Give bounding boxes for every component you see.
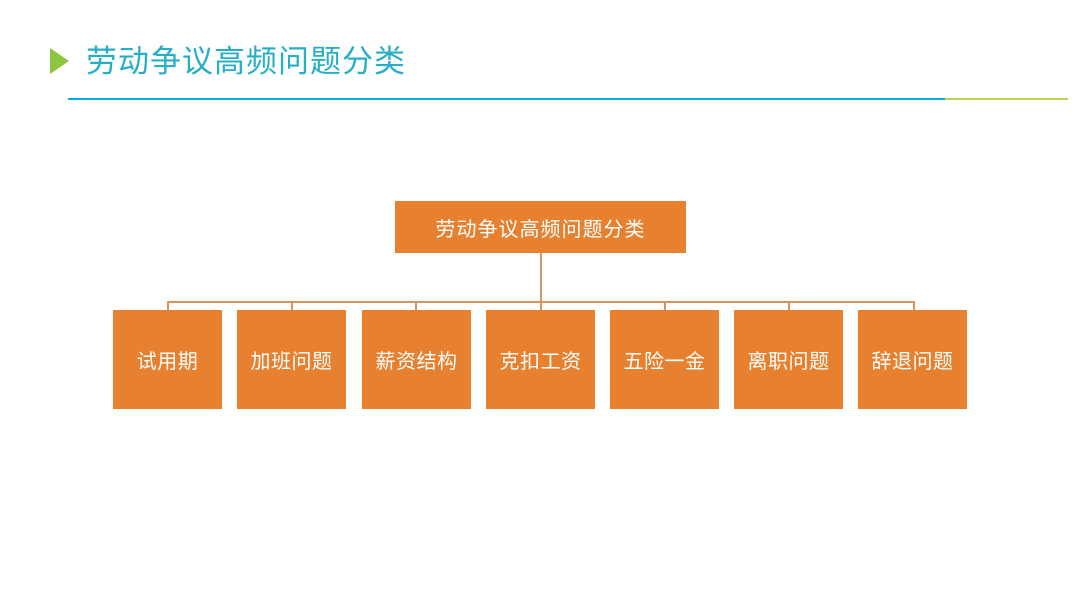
slide-header: 劳动争议高频问题分类	[0, 0, 1080, 110]
org-child-node[interactable]: 克扣工资	[486, 310, 595, 409]
page-title: 劳动争议高频问题分类	[86, 44, 406, 80]
connector-drop	[167, 301, 169, 311]
connector-drop	[291, 301, 293, 311]
org-child-node[interactable]: 离职问题	[734, 310, 843, 409]
org-child-node[interactable]: 试用期	[113, 310, 222, 409]
connector-drop	[415, 301, 417, 311]
org-child-node[interactable]: 五险一金	[610, 310, 719, 409]
title-divider	[68, 98, 1068, 100]
connector-trunk	[540, 253, 542, 302]
org-children-row: 试用期 加班问题 薪资结构 克扣工资 五险一金 离职问题 辞退问题	[113, 310, 967, 409]
org-child-node[interactable]: 加班问题	[237, 310, 346, 409]
connector-drop	[664, 301, 666, 311]
org-root-node[interactable]: 劳动争议高频问题分类	[395, 201, 686, 253]
org-child-node[interactable]: 薪资结构	[362, 310, 471, 409]
title-divider-right-segment	[945, 98, 1068, 100]
connector-drop	[540, 301, 542, 311]
triangle-right-icon	[50, 48, 69, 74]
org-child-node[interactable]: 辞退问题	[858, 310, 967, 409]
title-divider-left-segment	[68, 98, 945, 100]
connector-drop	[788, 301, 790, 311]
connector-drop	[913, 301, 915, 311]
